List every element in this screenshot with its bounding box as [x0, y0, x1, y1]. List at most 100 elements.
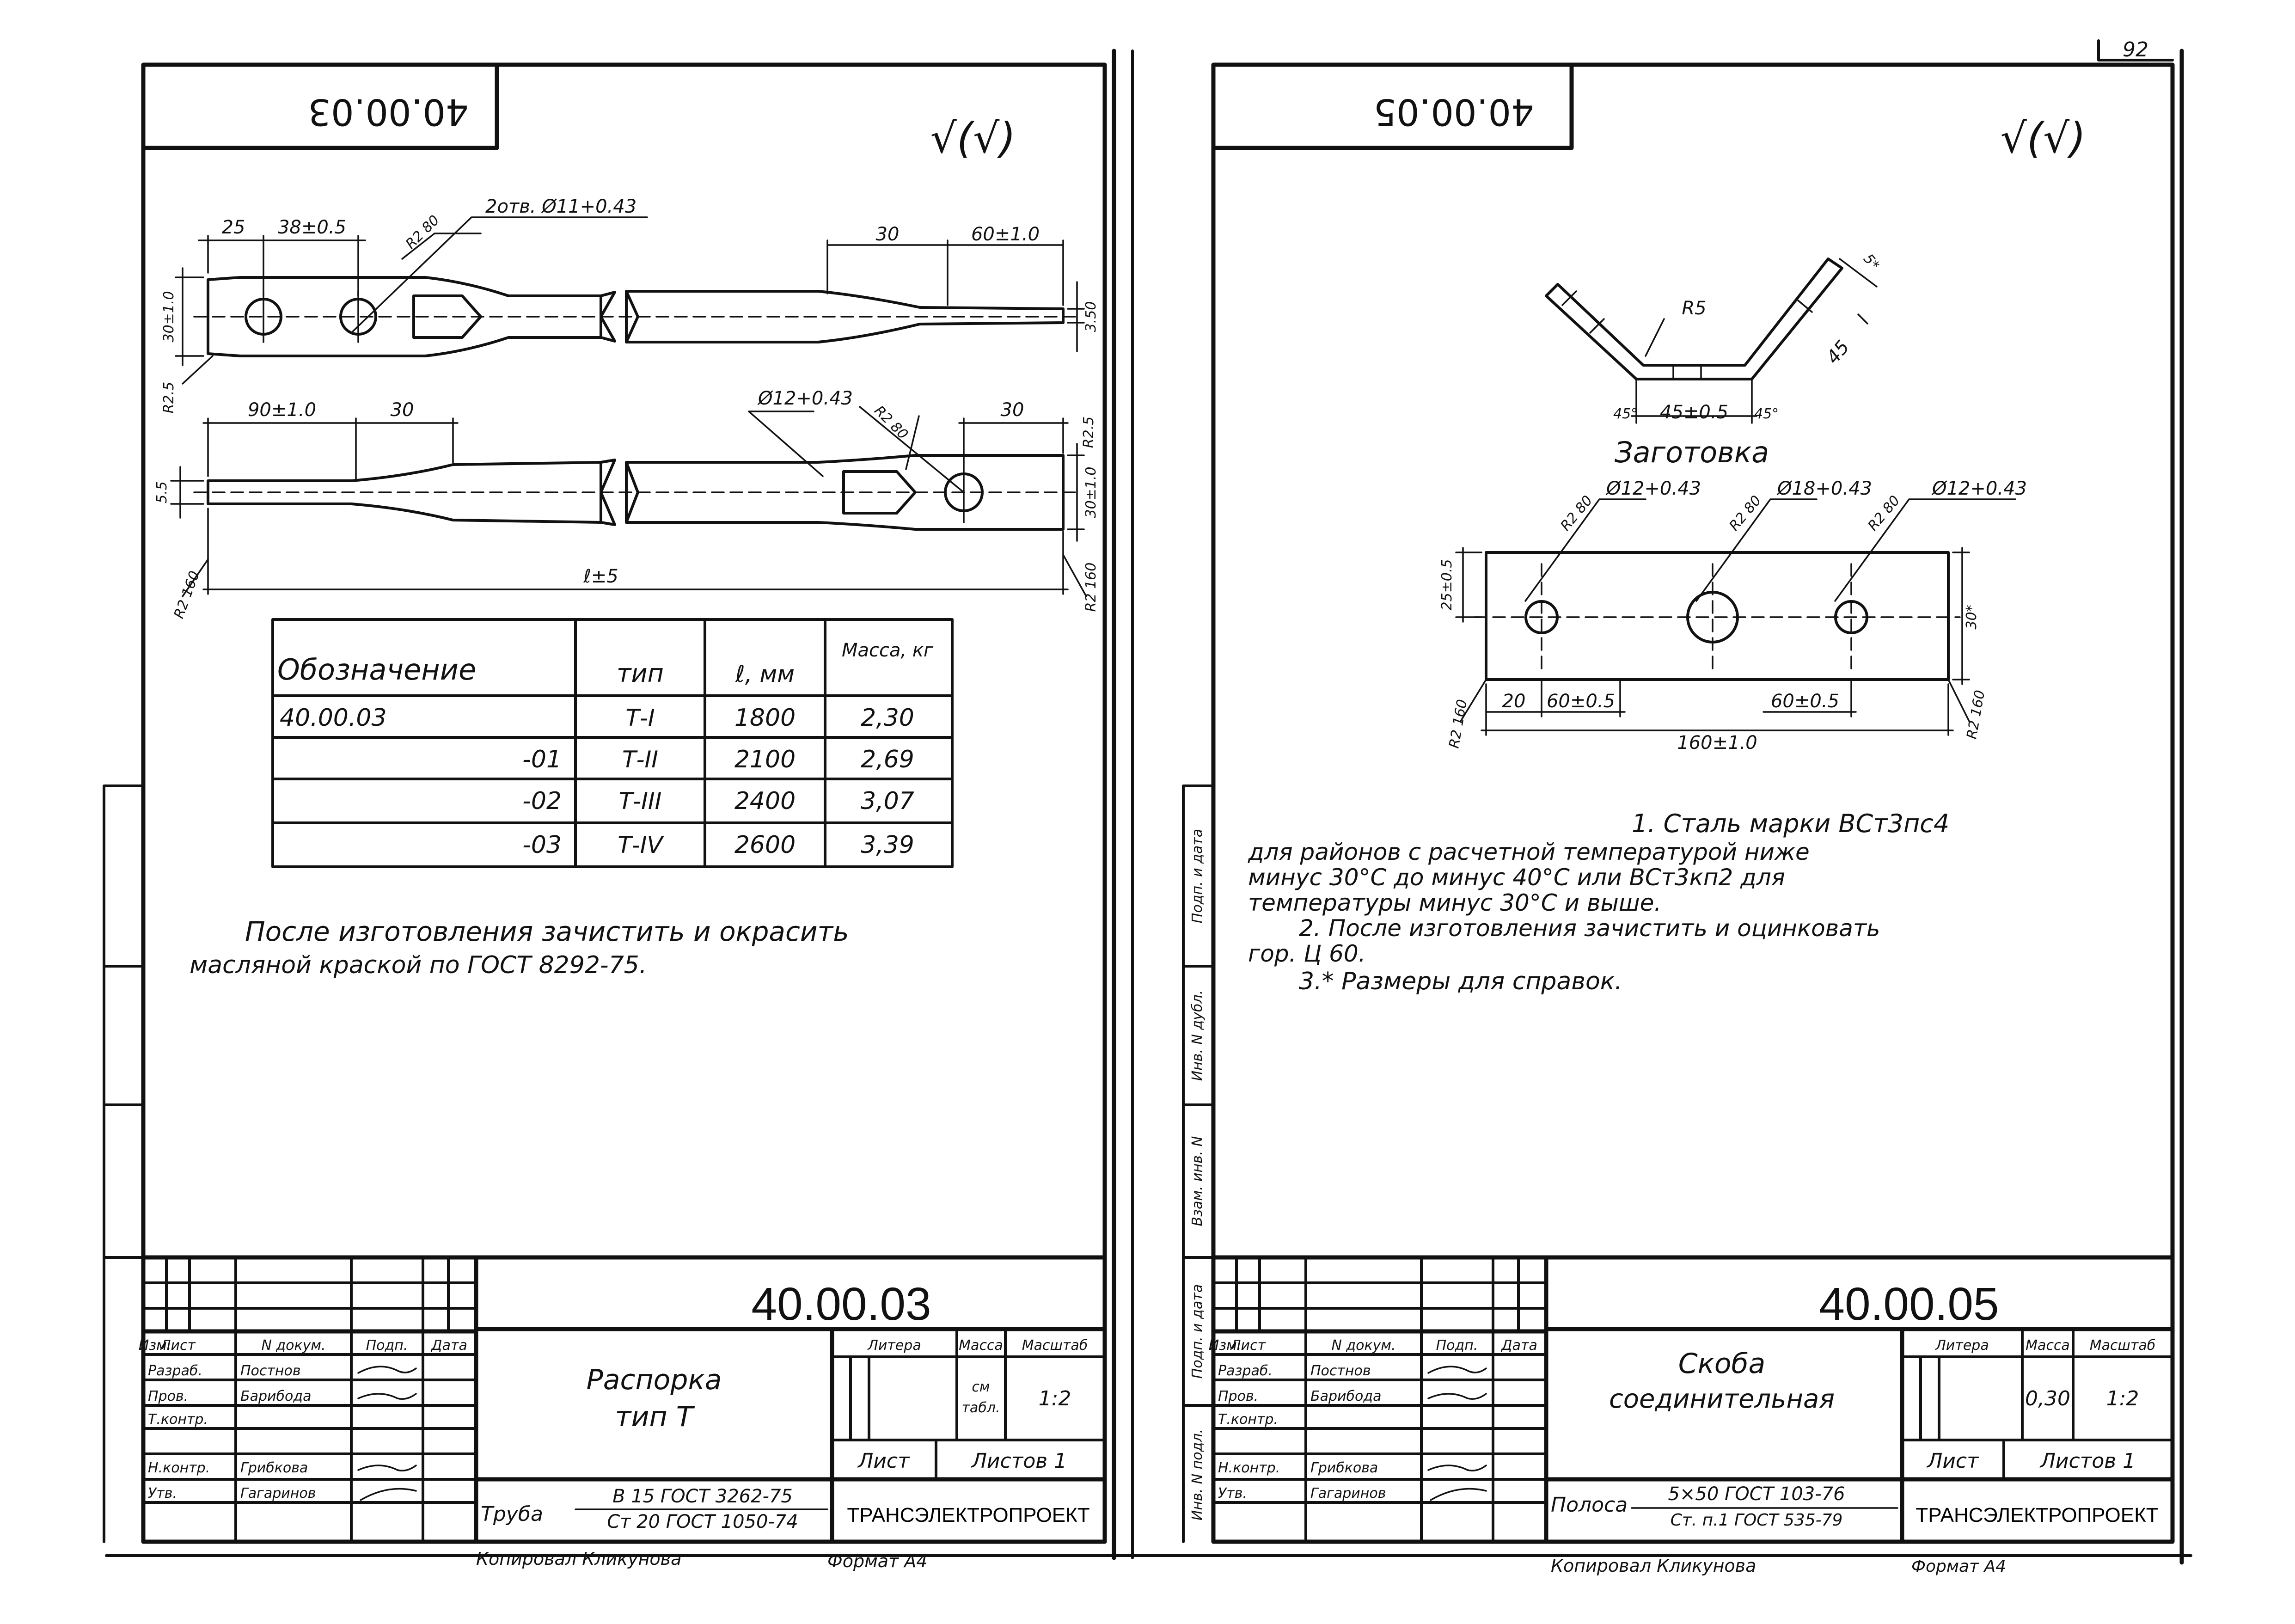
left-dim-length: ℓ±5	[583, 566, 618, 587]
right-dim-60a: 60±0.5	[1547, 691, 1615, 712]
left-name-razrab: Постнов	[240, 1363, 301, 1379]
right-row-prov: Пров.	[1218, 1388, 1258, 1404]
left-table-header-length: ℓ, мм	[735, 661, 795, 687]
right-clip-bent	[1545, 257, 1878, 424]
right-sheet: 40.00.05 √(√) R5 5* 45 45° 45±0.5 45° За…	[1182, 62, 2175, 1576]
right-dim-h12-1: Ø12+0.43	[1605, 478, 1701, 499]
right-dim-45: 45	[1822, 337, 1854, 368]
right-doc-number: 40.00.05	[1819, 1278, 1999, 1330]
right-material-line1: 5×50 ГОСТ 103-76	[1668, 1483, 1845, 1505]
right-note-1: для районов с расчетной температурой ниж…	[1248, 839, 1810, 865]
left-table-cell-3-0: -03	[522, 831, 562, 859]
left-title-block	[141, 1255, 1107, 1544]
right-dim-r5: R5	[1682, 298, 1706, 319]
left-frame	[141, 62, 1107, 1544]
right-note-3: температуры минус 30°С и выше.	[1248, 889, 1661, 916]
right-masshtab: Масштаб	[2090, 1337, 2156, 1354]
left-row-utv: Утв.	[148, 1485, 177, 1501]
left-dim-r160: R2 160	[171, 569, 203, 620]
left-dim-25: 25	[222, 217, 245, 238]
right-sheets-label: Листов 1	[2039, 1449, 2136, 1473]
left-dim-r80-b: R2 80	[871, 403, 911, 443]
left-dim-3-5: 3.50	[1083, 301, 1099, 332]
left-material-line2: Ст 20 ГОСТ 1050-74	[607, 1511, 798, 1532]
left-name-utv: Гагаринов	[240, 1485, 316, 1501]
right-note-0: 1. Сталь марки ВСт3пс4	[1632, 809, 1949, 838]
right-hdr-ndok: N докум.	[1331, 1337, 1395, 1354]
left-table-cell-2-2: 2400	[734, 787, 796, 815]
left-dim-r80-a: R2 80	[403, 212, 443, 252]
right-material-line2: Ст. п.1 ГОСТ 535-79	[1671, 1511, 1843, 1530]
right-dim-20: 20	[1502, 691, 1526, 712]
left-table-cell-2-3: 3,07	[861, 787, 914, 815]
right-side-stamp-3: Инв. N дубл.	[1189, 990, 1206, 1081]
left-footer-copy: Копировал Кликунова	[476, 1549, 681, 1569]
right-row-tkontr: Т.контр.	[1218, 1411, 1278, 1428]
right-title-block	[1211, 1255, 2175, 1544]
right-dim-r160b: R2 160	[1964, 689, 1988, 740]
left-dim-30h-a: 30±1.0	[161, 291, 177, 342]
right-corner-code: 40.00.05	[1373, 91, 1534, 132]
right-mass-value: 0,30	[2025, 1387, 2070, 1410]
left-sheets-label: Листов 1	[971, 1449, 1067, 1473]
right-corner-box	[1211, 62, 1574, 150]
right-scale-value: 1:2	[2106, 1387, 2139, 1410]
left-mass-value-2: табл.	[961, 1400, 1000, 1416]
right-dim-45c: 45±0.5	[1660, 402, 1728, 423]
right-dim-45-left: 45°	[1613, 406, 1638, 422]
left-material-line1: В 15 ГОСТ 3262-75	[612, 1486, 793, 1507]
right-dim-h12-2: Ø12+0.43	[1931, 478, 2027, 499]
left-title-line1: Распорка	[587, 1364, 722, 1396]
left-corner-code: 40.00.03	[308, 91, 468, 132]
left-dim-60: 60±1.0	[971, 224, 1040, 245]
right-litera: Литера	[1935, 1337, 1989, 1354]
right-row-utv: Утв.	[1218, 1485, 1247, 1501]
page-number: 92	[2123, 38, 2148, 61]
left-hdr-izm: Изм.	[139, 1337, 171, 1354]
left-dim-hole12: Ø12+0.43	[757, 388, 853, 409]
left-masshtab: Масштаб	[1022, 1337, 1088, 1354]
left-table-cell-2-0: -02	[522, 787, 562, 815]
right-dim-r160a: R2 160	[1446, 698, 1470, 749]
right-note-6: 3.* Размеры для справок.	[1299, 968, 1622, 995]
left-part-top	[175, 216, 1085, 385]
left-firm: ТРАНСЭЛЕКТРОПРОЕКТ	[847, 1504, 1089, 1526]
right-material-label: Полоса	[1551, 1493, 1628, 1517]
right-note-4: 2. После изготовления зачистить и оцинко…	[1299, 915, 1880, 942]
right-blank-label: Заготовка	[1615, 435, 1769, 469]
left-sheet: 40.00.03 √(√) 25 38±0.5 R2 80 2отв. Ø11+…	[103, 62, 1107, 1571]
left-table-cell-0-3: 2,30	[861, 704, 914, 732]
right-title-line2: соединительная	[1609, 1384, 1835, 1414]
left-table-cell-1-3: 2,69	[861, 746, 914, 773]
left-name-nkontr: Грибкова	[240, 1460, 308, 1476]
left-hdr-ndok: N докум.	[261, 1337, 325, 1354]
left-table-cell-3-3: 3,39	[861, 831, 914, 859]
right-hdr-data: Дата	[1500, 1337, 1537, 1354]
left-title-line2: тип Т	[615, 1401, 695, 1433]
left-parts-table	[271, 618, 954, 868]
left-dim-30-a: 30	[876, 224, 900, 245]
left-scale-value: 1:2	[1039, 1387, 1071, 1410]
right-dim-60b: 60±0.5	[1771, 691, 1839, 712]
right-title-line1: Скоба	[1678, 1348, 1766, 1380]
right-dim-25: 25±0.5	[1439, 559, 1455, 610]
left-dim-r160b: R2 160	[1083, 563, 1099, 612]
right-firm: ТРАНСЭЛЕКТРОПРОЕКТ	[1916, 1504, 2158, 1526]
right-side-stamp-0: Инв. N подл.	[1189, 1429, 1206, 1520]
left-dim-r2-5b: R2.5	[1081, 417, 1097, 448]
right-side-stamp-2: Взам. инв. N	[1189, 1136, 1206, 1226]
left-roughness-icon: √(√)	[930, 114, 1016, 163]
left-table-cell-0-2: 1800	[734, 704, 796, 732]
right-hdr-list: Лист	[1230, 1337, 1267, 1354]
right-footer-copy: Копировал Кликунова	[1551, 1556, 1756, 1576]
left-table-cell-1-0: -01	[522, 746, 562, 773]
right-side-stamp	[1182, 784, 1215, 1543]
left-note-line2: масляной краской по ГОСТ 8292-75.	[190, 951, 647, 979]
left-table-cell-0-0: 40.00.03	[280, 704, 387, 732]
left-note-line1: После изготовления зачистить и окрасить	[245, 916, 849, 947]
right-frame	[1211, 62, 2175, 1544]
left-table-cell-1-2: 2100	[734, 746, 796, 773]
left-massa: Масса	[959, 1337, 1003, 1354]
left-table-cell-1-1: Т-II	[622, 746, 658, 773]
right-note-2: минус 30°С до минус 40°С или ВСт3кп2 для	[1248, 864, 1785, 891]
